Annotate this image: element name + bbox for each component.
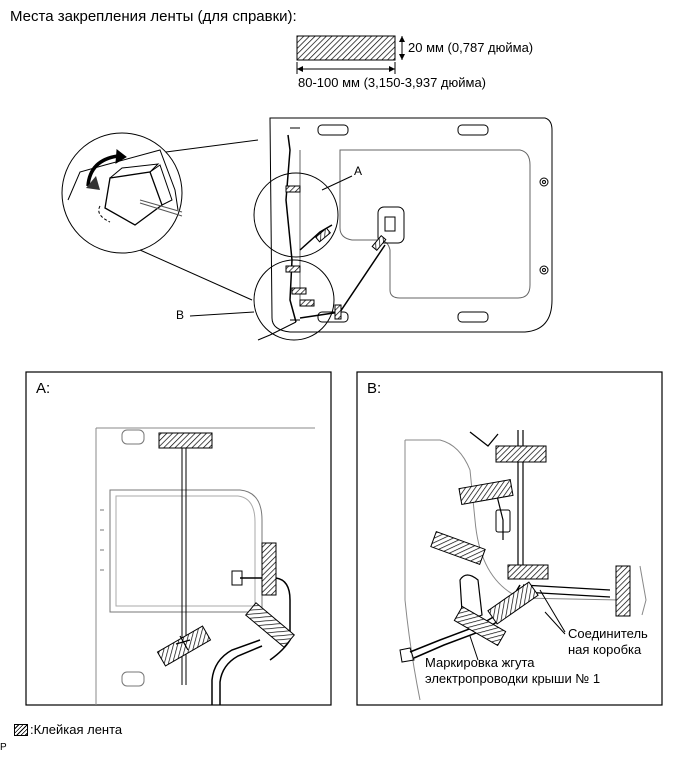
page-title: Места закрепления ленты (для справки): bbox=[10, 8, 297, 25]
panel-b-drawing bbox=[399, 430, 647, 701]
roof-overview-drawing bbox=[189, 117, 553, 341]
panel-a-frame bbox=[25, 371, 332, 706]
connector-box-label: Соединитель ная коробка bbox=[568, 626, 648, 658]
callout-a-label: A bbox=[354, 164, 363, 178]
harness-marking-label-line1: Маркировка жгута bbox=[425, 655, 535, 670]
harness-marking-label: Маркировка жгута электропроводки крыши №… bbox=[425, 655, 600, 687]
panel-a-label: A: bbox=[36, 380, 51, 397]
tape-width-label: 80-100 мм (3,150-3,937 дюйма) bbox=[298, 75, 487, 90]
panel-b-label: B: bbox=[367, 380, 382, 397]
connector-box-label-line2: ная коробка bbox=[568, 642, 642, 657]
harness-marking-label-line2: электропроводки крыши № 1 bbox=[425, 671, 601, 686]
legend-text: :Клейкая лента bbox=[30, 722, 123, 737]
panel-a-drawing bbox=[95, 427, 315, 705]
corner-mark: P bbox=[0, 742, 7, 753]
panel-b-frame bbox=[356, 371, 663, 706]
connector-box-label-line1: Соединитель bbox=[568, 626, 648, 641]
clip-detail-magnifier bbox=[61, 132, 259, 301]
legend: :Клейкая лента bbox=[14, 722, 122, 737]
tape-dimension-sample bbox=[296, 35, 405, 74]
adhesive-tape-swatch-icon bbox=[14, 723, 28, 736]
callout-b-label: B bbox=[176, 308, 185, 322]
tape-height-label: 20 мм (0,787 дюйма) bbox=[408, 40, 534, 55]
